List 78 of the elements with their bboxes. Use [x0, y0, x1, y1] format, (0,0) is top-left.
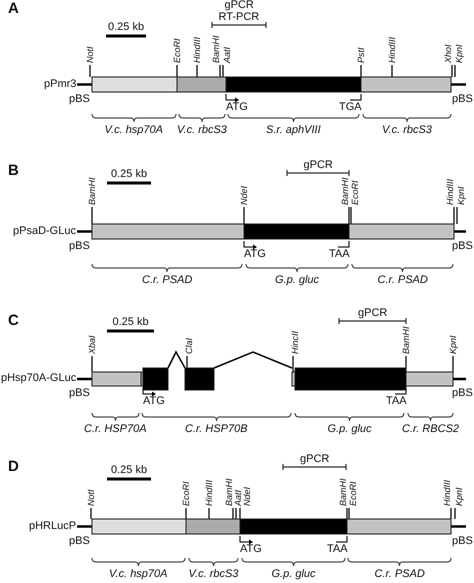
vector-label: pBS: [69, 93, 90, 105]
gene-label: C.r. RBCS2: [402, 423, 460, 435]
stop-codon-label: TGA: [339, 101, 362, 113]
plasmid-name: pPmr3: [44, 78, 76, 90]
vector-label: pBS: [452, 240, 473, 252]
restriction-site-label: KpnI: [454, 487, 464, 506]
restriction-site-label: HindIII: [387, 36, 397, 63]
restriction-site-label: PstI: [356, 47, 366, 63]
pcr-label: gPCR: [304, 159, 333, 171]
gene-label: C.r. PSAD: [142, 274, 192, 286]
gene-label: C.r. PSAD: [374, 568, 425, 580]
restriction-site-label: BamHI: [211, 35, 221, 63]
stop-codon-label: TAA: [329, 248, 350, 260]
start-codon-label: ATG: [244, 248, 266, 260]
gene-label: S.r. aphVIII: [266, 124, 321, 136]
plasmid-name: pHsp70A-GLuc: [1, 372, 76, 384]
restriction-site-label: KpnI: [456, 186, 466, 205]
gene-label: V.c. rbcS3: [177, 124, 227, 136]
restriction-site-label: BamHI: [87, 177, 97, 205]
restriction-site-label: KpnI: [454, 44, 464, 63]
panel-letter: B: [8, 163, 19, 179]
restriction-site-label: HincII: [290, 330, 300, 354]
vector-label: pBS: [452, 535, 473, 547]
vector-label: pBS: [69, 240, 90, 252]
restriction-site-label: NotI: [85, 46, 95, 63]
gene-label: G.p. gluc: [328, 423, 372, 435]
restriction-site-label: AatI: [222, 46, 232, 63]
restriction-site-label: HindIII: [445, 178, 455, 205]
start-codon-label: ATG: [240, 543, 262, 555]
panel-letter: A: [8, 1, 19, 17]
panel-letter: C: [8, 313, 19, 329]
restriction-site-label: EcoRI: [172, 38, 182, 63]
scale-label: 0.25 kb: [111, 464, 148, 476]
plasmid-name: pPsaD-GLuc: [13, 224, 76, 236]
restriction-site-label: ClaI: [184, 338, 194, 354]
pcr-label: RT-PCR: [218, 11, 260, 23]
gene-label: C.r. PSAD: [378, 274, 428, 286]
panel-letter: D: [8, 459, 19, 475]
restriction-site-label: HindIII: [442, 480, 452, 506]
restriction-site-label: NdeI: [242, 486, 252, 506]
vector-label: pBS: [69, 387, 90, 399]
scale-label: 0.25 kb: [111, 168, 148, 180]
stop-codon-label: TAA: [327, 543, 348, 555]
restriction-site-label: BamHI: [224, 478, 234, 506]
pcr-label: gPCR: [358, 307, 388, 319]
plasmid-name: pHRLucP: [29, 520, 76, 532]
restriction-site-label: BamHI: [338, 478, 348, 506]
restriction-site-label: XbaI: [87, 335, 97, 354]
restriction-site-label: NotI: [86, 489, 96, 506]
scale-label: 0.25 kb: [112, 316, 149, 328]
gene-label: C.r. HSP70B: [185, 423, 248, 435]
restriction-site-label: KpnI: [448, 335, 458, 354]
restriction-site-label: BamHI: [401, 326, 411, 354]
start-codon-label: ATG: [226, 101, 248, 113]
gene-label: G.p. gluc: [275, 274, 320, 286]
gene-label: V.c. rbcS3: [382, 124, 432, 136]
vector-label: pBS: [452, 387, 473, 399]
gene-label: G.p. gluc: [272, 568, 316, 580]
gene-label: V.c. rbcS3: [188, 568, 238, 580]
gene-label: C.r. HSP70A: [84, 423, 147, 435]
pcr-label: gPCR: [224, 0, 254, 11]
restriction-site-label: HindIII: [204, 480, 214, 506]
restriction-site-label: EcoRI: [348, 481, 358, 506]
restriction-site-label: NdeI: [239, 186, 249, 205]
gene-label: V.c. hsp70A: [104, 124, 163, 136]
restriction-site-label: XhoI: [443, 44, 453, 63]
vector-label: pBS: [452, 93, 473, 105]
restriction-site-label: EcoRI: [350, 180, 360, 205]
restriction-site-label: BamHI: [340, 177, 350, 205]
start-codon-label: ATG: [143, 395, 165, 407]
restriction-site-label: EcoRI: [181, 481, 191, 506]
gene-label: V.c. hsp70A: [109, 568, 168, 580]
restriction-site-label: AatI: [233, 490, 243, 506]
stop-codon-label: TAA: [386, 395, 407, 407]
vector-label: pBS: [69, 535, 90, 547]
pcr-label: gPCR: [300, 453, 330, 465]
scale-label: 0.25 kb: [108, 21, 144, 33]
restriction-site-label: HindIII: [192, 36, 202, 63]
